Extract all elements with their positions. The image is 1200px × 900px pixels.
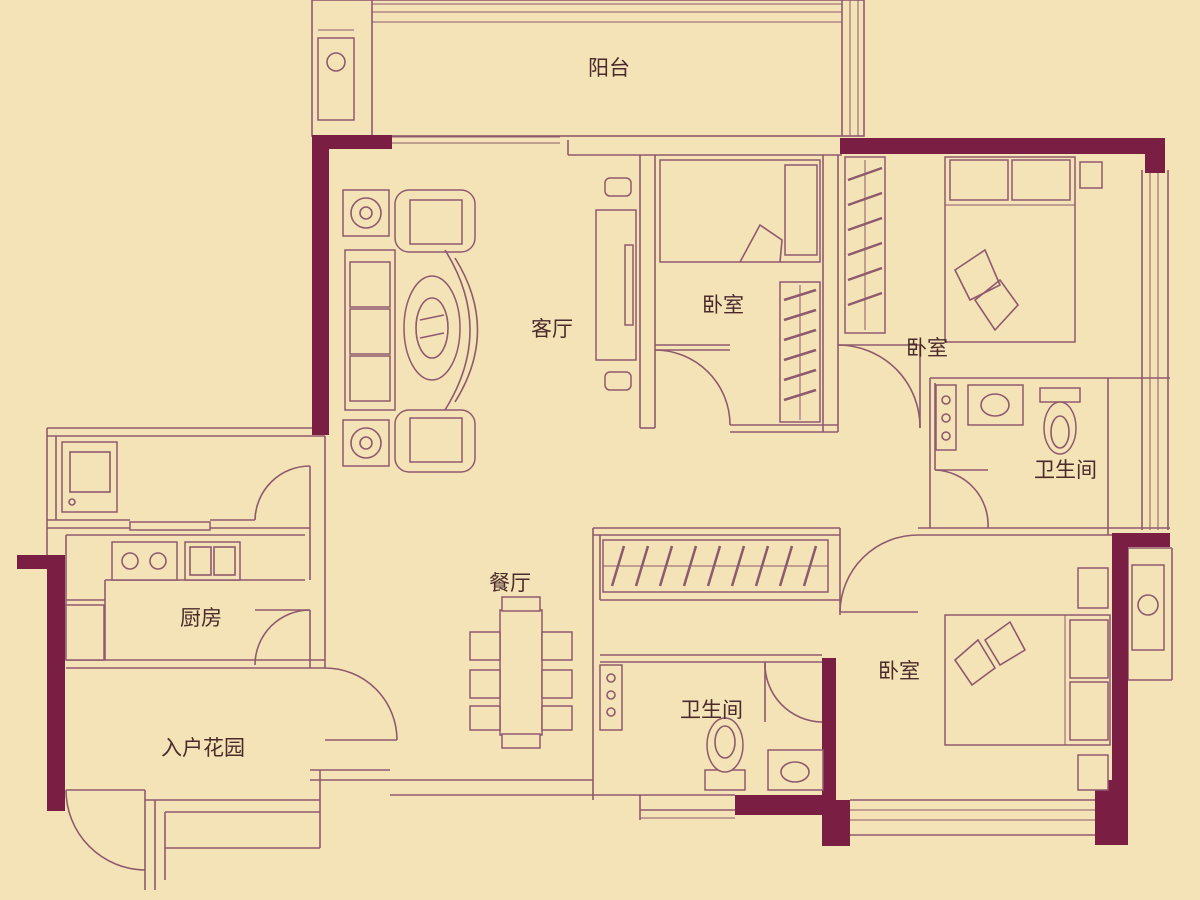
balcony-washer bbox=[317, 29, 355, 121]
room-label-living: 客厅 bbox=[531, 317, 573, 341]
middle-bathroom-fixtures bbox=[599, 664, 824, 791]
room-label-kitchen: 厨房 bbox=[180, 606, 222, 630]
room-label-bedroom-bottom-right: 卧室 bbox=[878, 659, 920, 683]
room-label-balcony: 阳台 bbox=[588, 56, 630, 80]
corridor-closet bbox=[602, 539, 829, 593]
room-label-dining: 餐厅 bbox=[489, 571, 531, 595]
door-swings bbox=[65, 344, 989, 871]
kitchen-fixtures bbox=[61, 441, 241, 661]
room-label-entry-garden: 入户花园 bbox=[161, 736, 245, 760]
room-label-bathroom-middle: 卫生间 bbox=[680, 698, 743, 722]
thick-walls bbox=[17, 135, 1170, 846]
thin-walls bbox=[46, 0, 1173, 890]
tv-cabinet bbox=[595, 177, 637, 391]
middle-bedroom-furniture bbox=[659, 159, 821, 423]
right-bathroom-fixtures bbox=[935, 384, 1081, 455]
room-label-bathroom-right: 卫生间 bbox=[1034, 458, 1097, 482]
sofa-set bbox=[342, 189, 479, 473]
room-label-bedroom-middle: 卧室 bbox=[702, 293, 744, 317]
right-wall-washer bbox=[1131, 564, 1165, 651]
room-labels: 阳台 客厅 卧室 卧室 卫生间 餐厅 厨房 入户花园 卫生间 卧室 bbox=[161, 56, 1097, 760]
room-label-bedroom-top-right: 卧室 bbox=[906, 336, 948, 360]
bottom-right-bedroom-furniture bbox=[944, 567, 1111, 791]
dining-set bbox=[469, 596, 573, 749]
top-right-bedroom-furniture bbox=[844, 156, 1103, 343]
